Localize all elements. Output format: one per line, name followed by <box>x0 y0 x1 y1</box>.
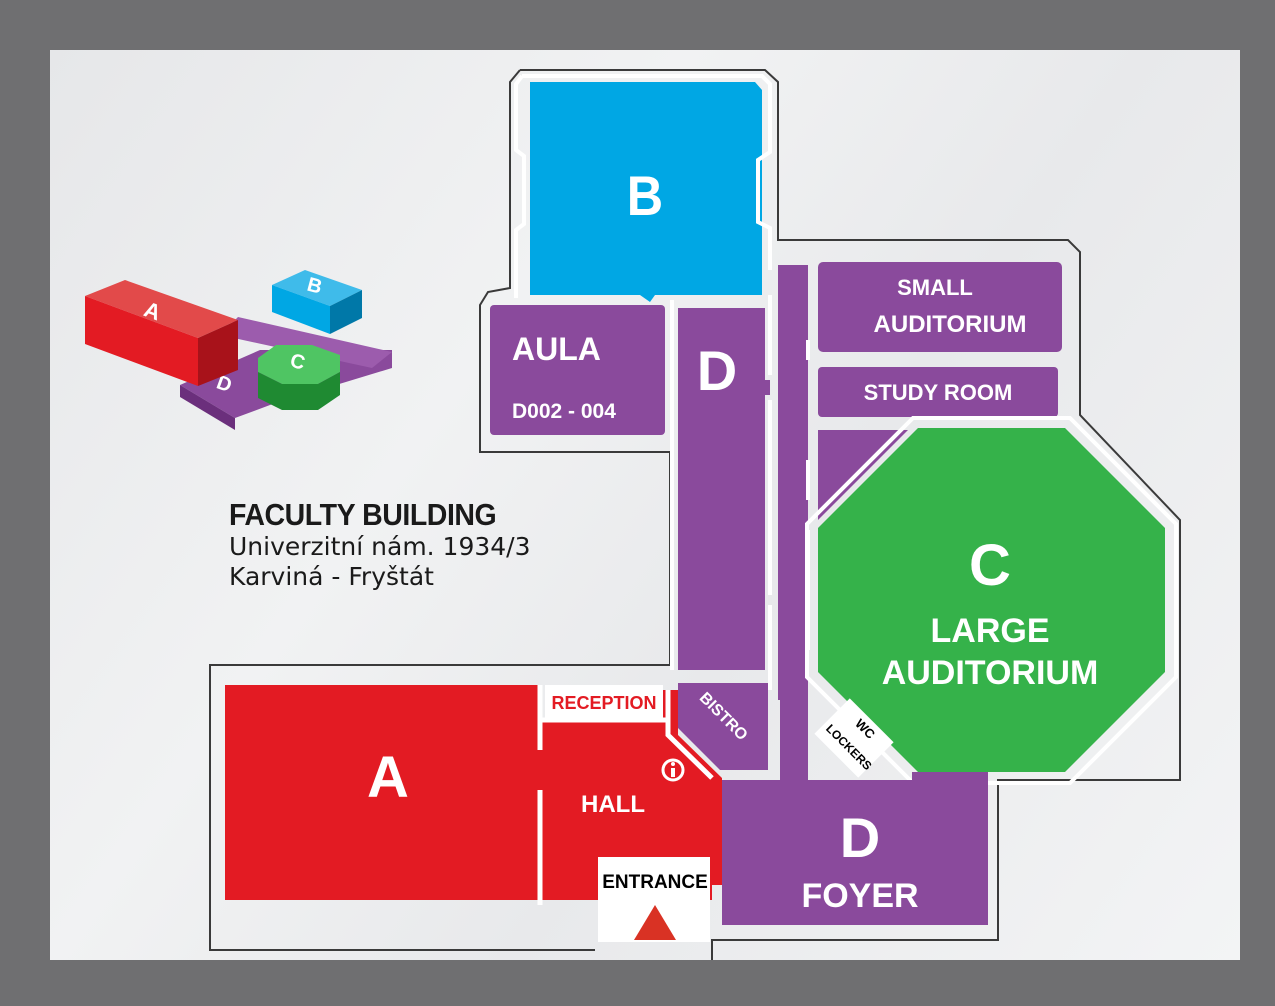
small-auditorium-label-line1: SMALL <box>897 275 973 300</box>
map-panel: B AULA D002 - 004 D <box>50 50 1240 960</box>
building-d-corridor[interactable] <box>678 308 770 670</box>
study-room-label: STUDY ROOM <box>864 380 1013 405</box>
mini-map-a-top <box>85 280 238 338</box>
reception-label-box <box>545 685 663 718</box>
mini-map-b-top <box>272 270 362 306</box>
reception-label: RECEPTION <box>551 693 656 713</box>
mini-map-d-slab-edge <box>180 385 235 430</box>
building-c-large-auditorium[interactable] <box>818 428 1165 772</box>
building-c-outline <box>805 416 1178 785</box>
study-room[interactable] <box>818 367 1058 417</box>
large-auditorium-label-line2: AUDITORIUM <box>882 654 1099 692</box>
building-d-hallway[interactable] <box>728 265 808 915</box>
mini-map-b-label: B <box>305 274 325 299</box>
wc-lockers-sign[interactable]: WC LOCKERS <box>814 698 894 778</box>
mini-map-c-label: C <box>288 350 308 375</box>
mini-map-d-slab-top <box>220 317 392 368</box>
aula-label: AULA <box>512 331 601 367</box>
building-a-area[interactable] <box>225 685 722 900</box>
floor-plan: B AULA D002 - 004 D <box>85 69 1181 960</box>
mini-map-c-top <box>258 345 340 384</box>
mini-map-b-side <box>330 290 362 334</box>
mini-map-c-side <box>258 372 340 410</box>
aula-code-label: D002 - 004 <box>512 400 616 423</box>
mini-map-a-front <box>85 296 198 386</box>
info-icon[interactable] <box>661 758 685 782</box>
bistro-room[interactable] <box>678 683 768 770</box>
building-d-wedge[interactable] <box>818 430 908 520</box>
mini-map-a-side <box>198 320 238 386</box>
address-street: Univerzitní nám. 1934/3 <box>229 532 531 561</box>
mini-map-b-front <box>272 285 330 334</box>
small-auditorium-room[interactable] <box>818 262 1062 352</box>
foyer-area[interactable] <box>722 772 988 925</box>
building-a-walls <box>537 685 714 905</box>
building-a-label: A <box>367 745 409 810</box>
hall-label: HALL <box>581 791 645 818</box>
building-b-area[interactable] <box>530 82 762 302</box>
entrance-label: ENTRANCE <box>602 872 708 893</box>
mini-map-d-label: D <box>213 372 234 398</box>
large-auditorium-label-line1: LARGE <box>931 612 1050 650</box>
address-block: FACULTY BUILDING Univerzitní nám. 1934/3… <box>229 498 531 592</box>
building-d-corridor-label: D <box>697 339 737 402</box>
address-city: Karviná - Fryštát <box>229 562 434 591</box>
address-title: FACULTY BUILDING <box>229 497 497 532</box>
entrance-arrow-icon <box>634 905 676 940</box>
mini-map: D A B C <box>85 270 392 430</box>
small-auditorium-label-line2: AUDITORIUM <box>874 311 1027 338</box>
building-outline <box>209 69 1181 960</box>
foyer-label: FOYER <box>801 877 918 915</box>
building-b-label: B <box>627 166 663 228</box>
foyer-d-label: D <box>840 806 880 869</box>
building-b-wall <box>514 74 772 298</box>
aula-room[interactable] <box>490 305 665 435</box>
building-c-label: C <box>969 533 1011 598</box>
